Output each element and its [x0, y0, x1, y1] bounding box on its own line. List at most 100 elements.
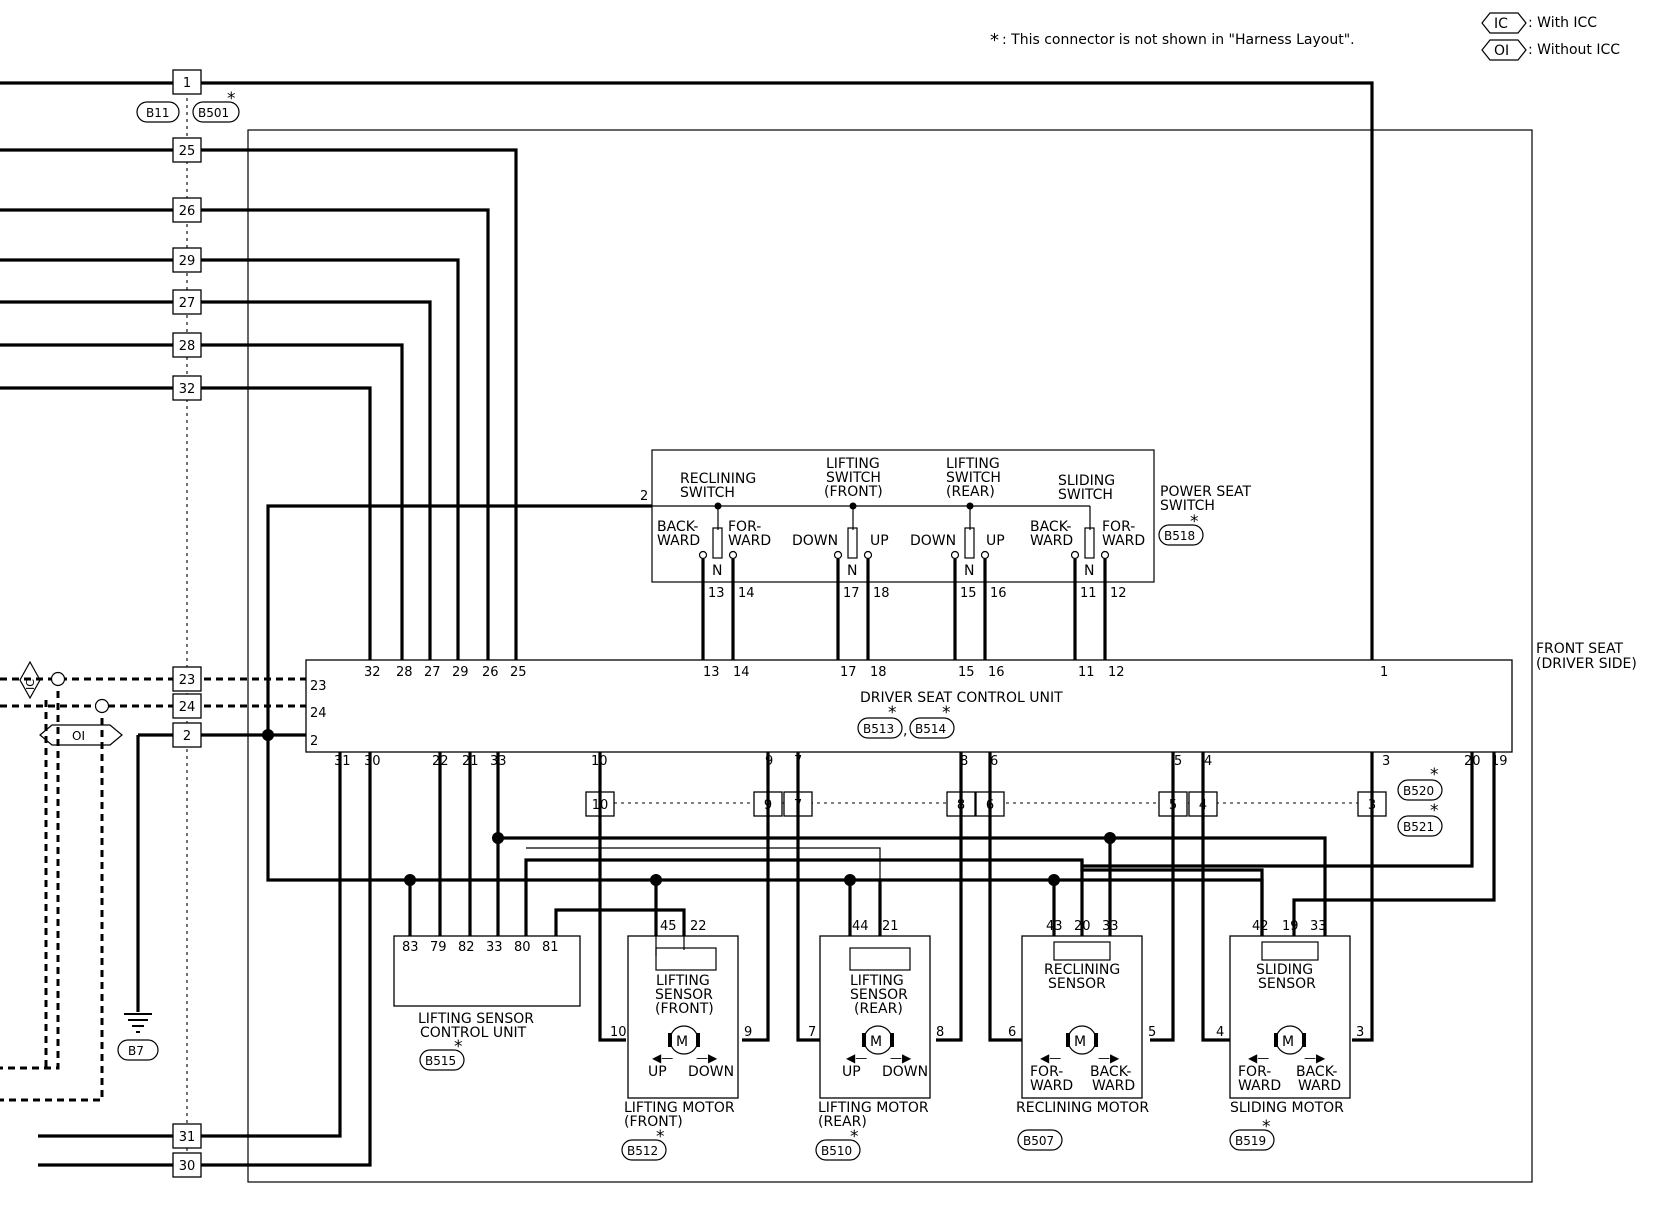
driver-seat-control-unit — [305, 659, 1513, 753]
svg-text:FOR-: FOR- — [1030, 1064, 1063, 1080]
svg-text:15: 15 — [960, 586, 977, 601]
left-pin-24: 24 — [179, 700, 196, 715]
svg-text:(REAR): (REAR) — [854, 1001, 903, 1017]
ground-symbol-icon — [124, 1013, 152, 1033]
left-pin-1: 1 — [183, 76, 191, 91]
svg-text:*: * — [656, 1127, 665, 1147]
svg-text:3: 3 — [1356, 1025, 1364, 1040]
svg-text:3: 3 — [1382, 754, 1390, 769]
svg-text:7: 7 — [808, 1025, 816, 1040]
svg-text:14: 14 — [733, 665, 750, 680]
wire-cu-9 — [742, 752, 770, 1042]
svg-text:6: 6 — [990, 754, 998, 769]
svg-text:82: 82 — [458, 940, 475, 955]
reclining-switch-title-2: SWITCH — [680, 485, 735, 501]
front-seat-outline — [247, 129, 1533, 1183]
lscu-title-1: LIFTING SENSOR — [418, 1011, 534, 1027]
junction-oi — [94, 698, 110, 714]
svg-text:17: 17 — [840, 665, 857, 680]
lscu-title-2: CONTROL UNIT — [420, 1025, 527, 1041]
b520-label: B520 — [1403, 784, 1434, 798]
svg-text:16: 16 — [990, 586, 1007, 601]
lifting-motor-front: 45 22 LIFTING SENSOR (FRONT) M 10 9 UP D… — [610, 919, 752, 1161]
svg-text:22: 22 — [690, 919, 707, 934]
svg-text:79: 79 — [430, 940, 447, 955]
svg-text:SENSOR: SENSOR — [1048, 976, 1106, 992]
svg-text:11: 11 — [1080, 586, 1097, 601]
svg-text:81: 81 — [542, 940, 559, 955]
svg-text:FOR-: FOR- — [1102, 519, 1135, 535]
wire-pin-28 — [0, 343, 404, 660]
svg-text:12: 12 — [1110, 586, 1127, 601]
b11-badge — [136, 101, 180, 123]
left-pin-27: 27 — [179, 296, 196, 311]
left-arrow-icon: ◀— — [1248, 1051, 1269, 1065]
svg-text:83: 83 — [402, 940, 419, 955]
svg-text:1: 1 — [1380, 665, 1388, 680]
left-pin-32: 32 — [179, 382, 196, 397]
wire-sl-33 — [1110, 836, 1327, 936]
svg-text:B512: B512 — [627, 1144, 658, 1158]
junction-33 — [492, 832, 504, 844]
left-pin-23: 23 — [179, 673, 196, 688]
b518-badge — [1158, 524, 1204, 546]
wire-cu-6 — [988, 752, 1022, 1042]
power-seat-switch-box — [651, 449, 1155, 583]
switch-common-pin: 2 — [640, 489, 648, 504]
svg-text:32: 32 — [364, 665, 381, 680]
ic-legend-text: : With ICC — [1528, 15, 1597, 31]
lifting-motor-rear: 44 21 LIFTING SENSOR (REAR) M 7 8 UP DOW… — [808, 919, 944, 1161]
wire-cu-3 — [1352, 752, 1374, 1042]
svg-text:*: * — [1262, 1117, 1271, 1137]
junction-ic — [50, 671, 66, 687]
b501-star: * — [227, 89, 236, 109]
svg-text:N: N — [847, 563, 857, 579]
svg-text:27: 27 — [424, 665, 441, 680]
right-arrow-icon: —▶ — [696, 1051, 718, 1065]
svg-text:80: 80 — [514, 940, 531, 955]
svg-text:29: 29 — [452, 665, 469, 680]
svg-text:UP: UP — [986, 533, 1005, 549]
ground-connector-badge — [117, 1039, 159, 1061]
svg-text:M: M — [1282, 1034, 1294, 1050]
right-arrow-icon: —▶ — [1304, 1051, 1326, 1065]
svg-text:LIFTING: LIFTING — [656, 973, 710, 989]
b521-star: * — [1430, 801, 1439, 821]
oi-legend-text: : Without ICC — [1528, 42, 1620, 58]
power-seat-switch-star: * — [1190, 512, 1199, 532]
svg-text:25: 25 — [510, 665, 527, 680]
svg-text:WARD: WARD — [728, 533, 771, 549]
reclining-switch-title-1: RECLINING — [680, 471, 756, 487]
svg-text:30: 30 — [364, 754, 381, 769]
svg-text:20: 20 — [1074, 919, 1091, 934]
svg-text:6: 6 — [1008, 1025, 1016, 1040]
svg-text:WARD: WARD — [1102, 533, 1145, 549]
svg-text:N: N — [712, 563, 722, 579]
control-unit-title: DRIVER SEAT CONTROL UNIT — [860, 690, 1063, 706]
wire-cu-5 — [1150, 752, 1175, 1042]
svg-text:16: 16 — [988, 665, 1005, 680]
svg-text:4: 4 — [1204, 754, 1212, 769]
svg-text:BACK-: BACK- — [1030, 519, 1071, 535]
ic-shield-tag-label: IC — [24, 679, 37, 690]
shield-drop-oi — [0, 706, 104, 1102]
svg-text:SWITCH: SWITCH — [946, 470, 1001, 486]
left-arrow-icon: ◀— — [846, 1051, 867, 1065]
svg-text:WARD: WARD — [657, 533, 700, 549]
b521-label: B521 — [1403, 820, 1434, 834]
svg-text:18: 18 — [873, 586, 890, 601]
wire-pin-31 — [38, 752, 342, 1138]
svg-text:N: N — [964, 563, 974, 579]
svg-text:*: * — [850, 1127, 859, 1147]
svg-text:DOWN: DOWN — [910, 533, 956, 549]
wire-cu-19 — [1292, 752, 1496, 936]
svg-text:10: 10 — [610, 1025, 627, 1040]
ic-legend-tag — [1481, 12, 1527, 34]
svg-text:SENSOR: SENSOR — [1258, 976, 1316, 992]
svg-text:42: 42 — [1252, 919, 1269, 934]
b520-badge — [1397, 779, 1443, 801]
svg-text:SLIDING: SLIDING — [1058, 473, 1115, 489]
reclining-motor: 43 20 33 RECLINING SENSOR M 6 5 ◀— —▶ FO… — [1008, 919, 1156, 1151]
ic-shield-tag — [19, 660, 41, 700]
